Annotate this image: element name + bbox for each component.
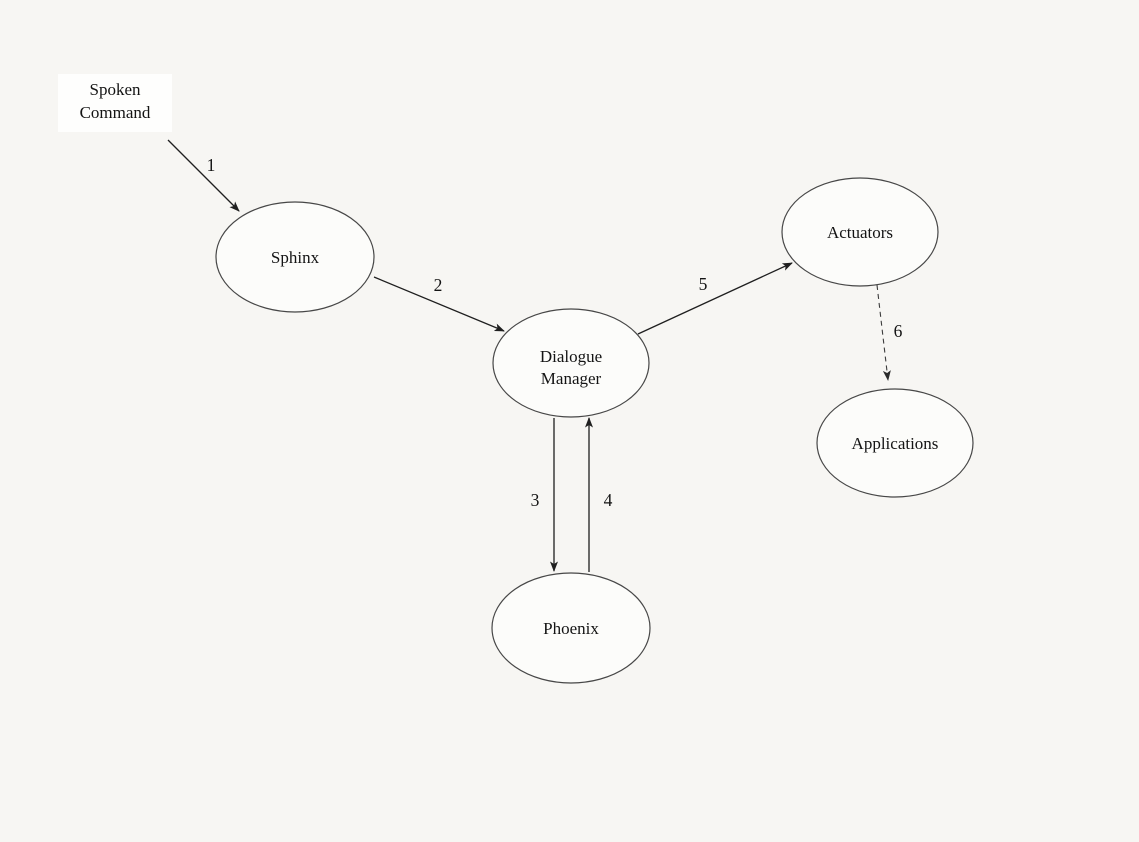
node-applications-shape <box>816 388 974 498</box>
edge-2-label: 2 <box>434 275 443 295</box>
node-sphinx: Sphinx <box>215 201 375 313</box>
node-sphinx-shape <box>215 201 375 313</box>
spoken-command-line1: Spoken <box>89 80 141 99</box>
edge-4-label: 4 <box>604 490 613 510</box>
node-applications-label: Applications <box>852 434 939 453</box>
node-sphinx-label: Sphinx <box>271 248 320 267</box>
node-actuators-shape <box>781 177 939 287</box>
node-phoenix: Phoenix <box>491 572 651 684</box>
edge-3: 3 <box>531 418 558 572</box>
node-phoenix-label: Phoenix <box>543 619 599 638</box>
edge-5: 5 <box>637 262 793 335</box>
edge-1-arrow <box>167 139 240 212</box>
spoken-command-label: Spoken Command <box>58 74 172 132</box>
edge-6-label: 6 <box>894 321 903 341</box>
edge-6-arrow <box>876 284 891 381</box>
edge-2: 2 <box>373 275 505 332</box>
node-phoenix-shape <box>491 572 651 684</box>
node-actuators-label: Actuators <box>827 223 893 242</box>
spoken-command-line2: Command <box>79 103 151 122</box>
edge-5-label: 5 <box>699 274 708 294</box>
edge-4: 4 <box>585 417 613 572</box>
edge-1: 1 <box>167 139 240 212</box>
node-dialogue-manager-shape <box>492 308 650 418</box>
edge-5-arrow <box>637 262 793 335</box>
node-dialogue-manager-label-line1: Dialogue <box>540 347 602 366</box>
edge-3-label: 3 <box>531 490 540 510</box>
node-actuators: Actuators <box>781 177 939 287</box>
node-applications: Applications <box>816 388 974 498</box>
edge-1-label: 1 <box>207 155 216 175</box>
edge-6: 6 <box>876 284 903 381</box>
node-dialogue-manager: Dialogue Manager <box>492 308 650 418</box>
node-dialogue-manager-label-line2: Manager <box>541 369 602 388</box>
edge-2-arrow <box>373 276 505 332</box>
